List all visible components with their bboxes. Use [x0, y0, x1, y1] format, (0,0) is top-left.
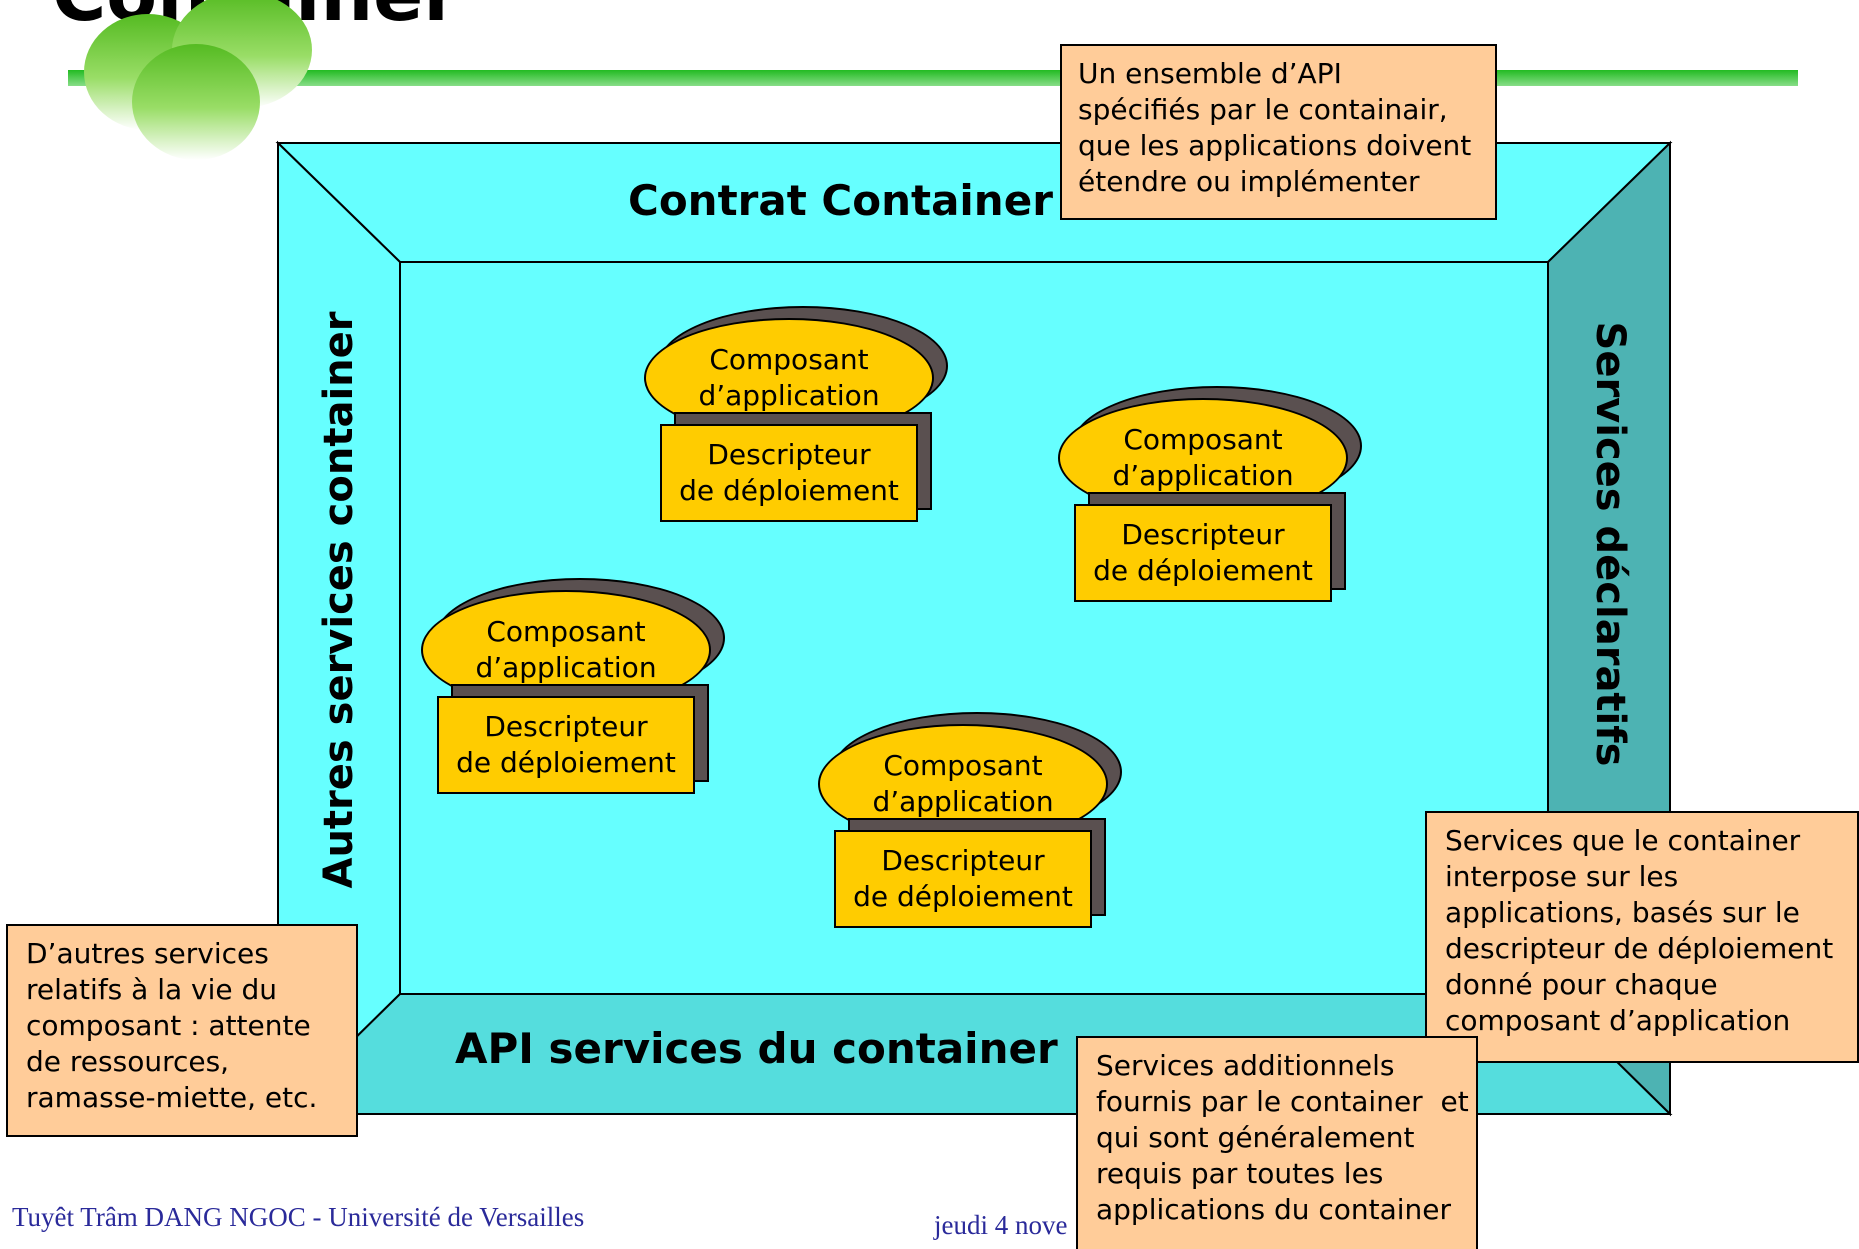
footer-date: jeudi 4 nove	[934, 1210, 1068, 1240]
top-label: Contrat Container	[628, 176, 1053, 225]
bubble-3	[132, 44, 260, 160]
callout-declarative-services: Services que le container interpose sur …	[1425, 811, 1859, 1063]
callout-other-services: D’autres services relatifs à la vie du c…	[6, 924, 358, 1137]
left-label: Autres services container	[316, 311, 362, 889]
right-label: Services déclaratifs	[1587, 321, 1633, 767]
component-2: Composant d’application Descripteur de d…	[1058, 386, 1368, 626]
descriptor-box: Descripteur de déploiement	[437, 696, 695, 794]
component-3: Composant d’application Descripteur de d…	[421, 578, 731, 818]
bottom-label: API services du container	[455, 1024, 1058, 1073]
component-1: Composant d’application Descripteur de d…	[644, 306, 954, 546]
footer-author: Tuyêt Trâm DANG NGOC - Université de Ver…	[12, 1202, 585, 1232]
descriptor-box: Descripteur de déploiement	[1074, 504, 1332, 602]
component-4: Composant d’application Descripteur de d…	[818, 712, 1128, 952]
descriptor-box: Descripteur de déploiement	[660, 424, 918, 522]
callout-api-services: Services additionnels fournis par le con…	[1076, 1036, 1478, 1249]
descriptor-box: Descripteur de déploiement	[834, 830, 1092, 928]
callout-contract: Un ensemble d’API spécifiés par le conta…	[1060, 44, 1497, 220]
